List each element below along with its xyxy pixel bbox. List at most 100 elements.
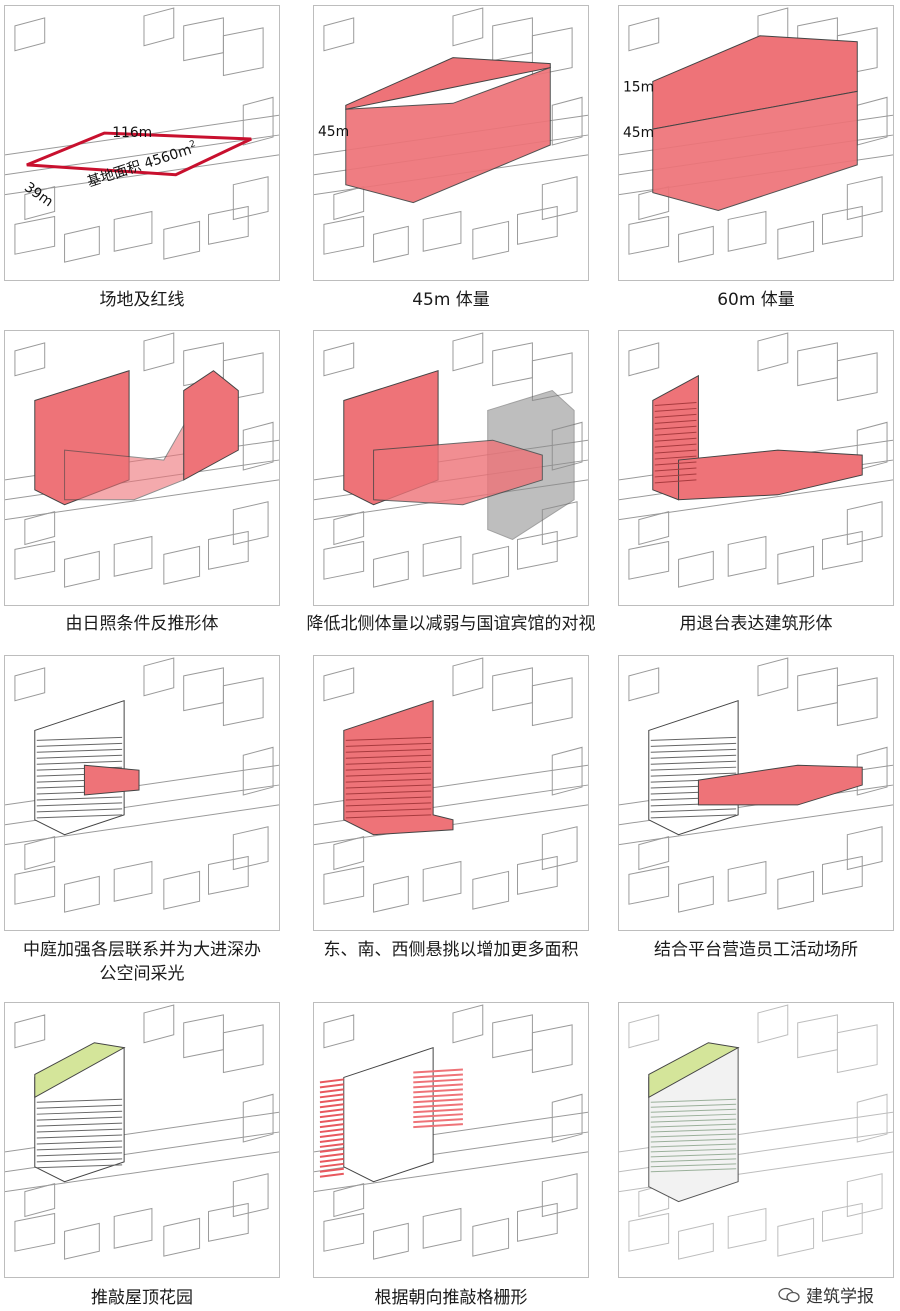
panel-sunlight-form — [4, 330, 280, 606]
floor-line — [650, 1103, 737, 1108]
floor-line — [345, 766, 432, 771]
context-building — [628, 1014, 660, 1049]
floor-line — [36, 1128, 123, 1133]
floor-line — [345, 742, 432, 747]
context-building — [232, 1173, 269, 1218]
context-building — [836, 352, 878, 402]
context-building — [628, 865, 670, 905]
panel-60m-volume: 15m 45m — [618, 5, 894, 281]
context-building — [113, 210, 153, 252]
context-building — [143, 657, 175, 697]
context-building — [373, 1222, 409, 1260]
floor-line — [413, 1098, 463, 1104]
floor-line — [36, 1140, 123, 1145]
context-building — [727, 210, 767, 252]
top-height-label: 15m — [623, 79, 654, 95]
floor-line — [345, 802, 432, 807]
floor-line — [36, 808, 123, 813]
floor-line — [36, 1164, 123, 1169]
floor-line — [650, 754, 737, 759]
context-building — [113, 535, 153, 577]
context-building — [541, 176, 578, 221]
floor-line — [650, 742, 737, 747]
floor-line — [413, 1068, 463, 1074]
mass-terrace — [678, 449, 863, 501]
floor-line — [345, 736, 432, 741]
context-building — [242, 1093, 274, 1143]
context-building — [64, 225, 100, 263]
floor-line — [319, 1103, 344, 1109]
site-area-label: 基地面积 4560m2 — [85, 139, 199, 191]
floor-line — [36, 1122, 123, 1127]
context-building — [472, 545, 510, 585]
floor-line — [319, 1113, 344, 1119]
caption-11: 根据朝向推敲格栅形 — [374, 1288, 528, 1308]
context-building — [797, 1014, 838, 1059]
context-building — [422, 860, 462, 902]
context-building — [242, 421, 274, 471]
floor-line — [36, 1146, 123, 1151]
floor-line — [650, 1158, 737, 1163]
context-building — [14, 865, 56, 905]
context-building — [678, 225, 714, 263]
street-line — [5, 154, 279, 196]
floor-line — [650, 760, 737, 765]
mass-void — [64, 423, 185, 501]
panel-site-redline: 116m 39m 基地面积 4560m2 — [4, 5, 280, 281]
floor-line — [345, 754, 432, 759]
floor-line — [654, 461, 697, 466]
floor-line — [413, 1113, 463, 1119]
context-building — [422, 535, 462, 577]
floor-line — [650, 1138, 737, 1143]
volume-60m-diagram: 15m 45m — [619, 7, 893, 263]
floor-line — [650, 814, 737, 819]
floor-line — [36, 1134, 123, 1139]
platform-diagram — [619, 657, 893, 913]
context-building — [727, 860, 767, 902]
floor-line — [650, 1148, 737, 1153]
context-building — [323, 342, 355, 377]
floor-line — [345, 748, 432, 753]
floor-line — [650, 1113, 737, 1118]
context-building — [628, 667, 660, 702]
floor-line — [654, 455, 697, 460]
floor-line — [650, 808, 737, 813]
roof-garden — [648, 1042, 740, 1099]
panel-roof-garden — [4, 1002, 280, 1278]
context-building — [64, 1222, 100, 1260]
floor-line — [36, 796, 123, 801]
terrace-form-diagram — [619, 332, 893, 588]
floor-line — [36, 1098, 123, 1103]
context-building — [777, 220, 815, 260]
context-building — [531, 677, 573, 727]
floor-line — [319, 1157, 344, 1163]
floor-line — [650, 1108, 737, 1113]
context-building — [113, 1207, 153, 1249]
panel-atrium — [4, 655, 280, 931]
context-building — [14, 1014, 46, 1049]
context-building — [323, 667, 355, 702]
floor-lines — [345, 736, 432, 819]
context-building — [64, 875, 100, 913]
context-building — [551, 1093, 583, 1143]
context-building — [727, 535, 767, 577]
context-building — [323, 215, 365, 255]
context-building — [492, 1014, 533, 1059]
context-building — [373, 875, 409, 913]
context-building — [452, 332, 484, 372]
reduce-north-diagram — [314, 332, 588, 588]
panel-terrace-form — [618, 330, 894, 606]
floor-line — [413, 1073, 463, 1079]
roof-garden — [34, 1042, 126, 1099]
floor-line — [319, 1172, 344, 1178]
floor-line — [345, 790, 432, 795]
context-building — [628, 17, 660, 52]
context-building — [232, 826, 269, 871]
caption-1: 场地及红线 — [99, 290, 185, 310]
floor-line — [650, 1143, 737, 1148]
context-building — [232, 501, 269, 546]
context-building — [822, 530, 863, 570]
site-redline-diagram: 116m 39m 基地面积 4560m2 — [5, 7, 279, 263]
floor-line — [319, 1147, 344, 1153]
caption-7-line-1: 中庭加强各层联系并为大进深办 — [23, 940, 261, 960]
